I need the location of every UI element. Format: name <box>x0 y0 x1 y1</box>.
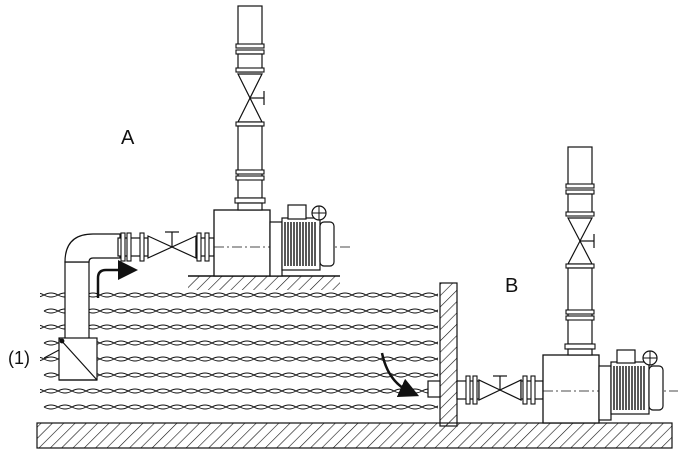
label-installation-b: B <box>505 275 518 297</box>
suction-reducer-b <box>520 375 544 405</box>
flow-arrow-icon <box>96 260 138 298</box>
water-wave-line <box>43 340 438 346</box>
ground-slab <box>36 422 673 449</box>
water-wave-line <box>40 388 438 394</box>
discharge-pipe-b <box>564 146 596 356</box>
water-wave-line <box>43 308 438 314</box>
installation-a: A <box>43 5 350 381</box>
water-body <box>40 292 438 410</box>
pump-a-body <box>213 209 350 277</box>
discharge-pipe-a <box>234 5 266 211</box>
flow-arrow-icon <box>380 352 420 397</box>
suction-pipe-horizontal <box>117 232 149 262</box>
gate-valve-icon <box>147 231 197 259</box>
installation-b: B <box>380 146 678 424</box>
pump-a-foundation <box>188 275 340 290</box>
label-installation-a: A <box>121 127 135 149</box>
tank-wall <box>439 282 458 427</box>
water-wave-line <box>40 324 438 330</box>
water-wave-line <box>40 356 438 362</box>
foot-valve-icon <box>58 337 98 381</box>
water-wave-line <box>43 404 438 410</box>
suction-pipe-vertical <box>64 261 90 341</box>
label-foot-valve-ref: (1) <box>8 348 30 368</box>
water-wave-line <box>40 292 438 298</box>
gate-valve-icon <box>478 375 522 401</box>
suction-stub-b <box>427 380 441 398</box>
suction-elbow <box>64 233 121 263</box>
motor-icon <box>610 349 664 415</box>
motor-icon <box>281 204 335 271</box>
water-wave-line <box>43 372 438 378</box>
suction-pipe-b <box>456 375 480 405</box>
suction-reducer <box>195 232 215 262</box>
